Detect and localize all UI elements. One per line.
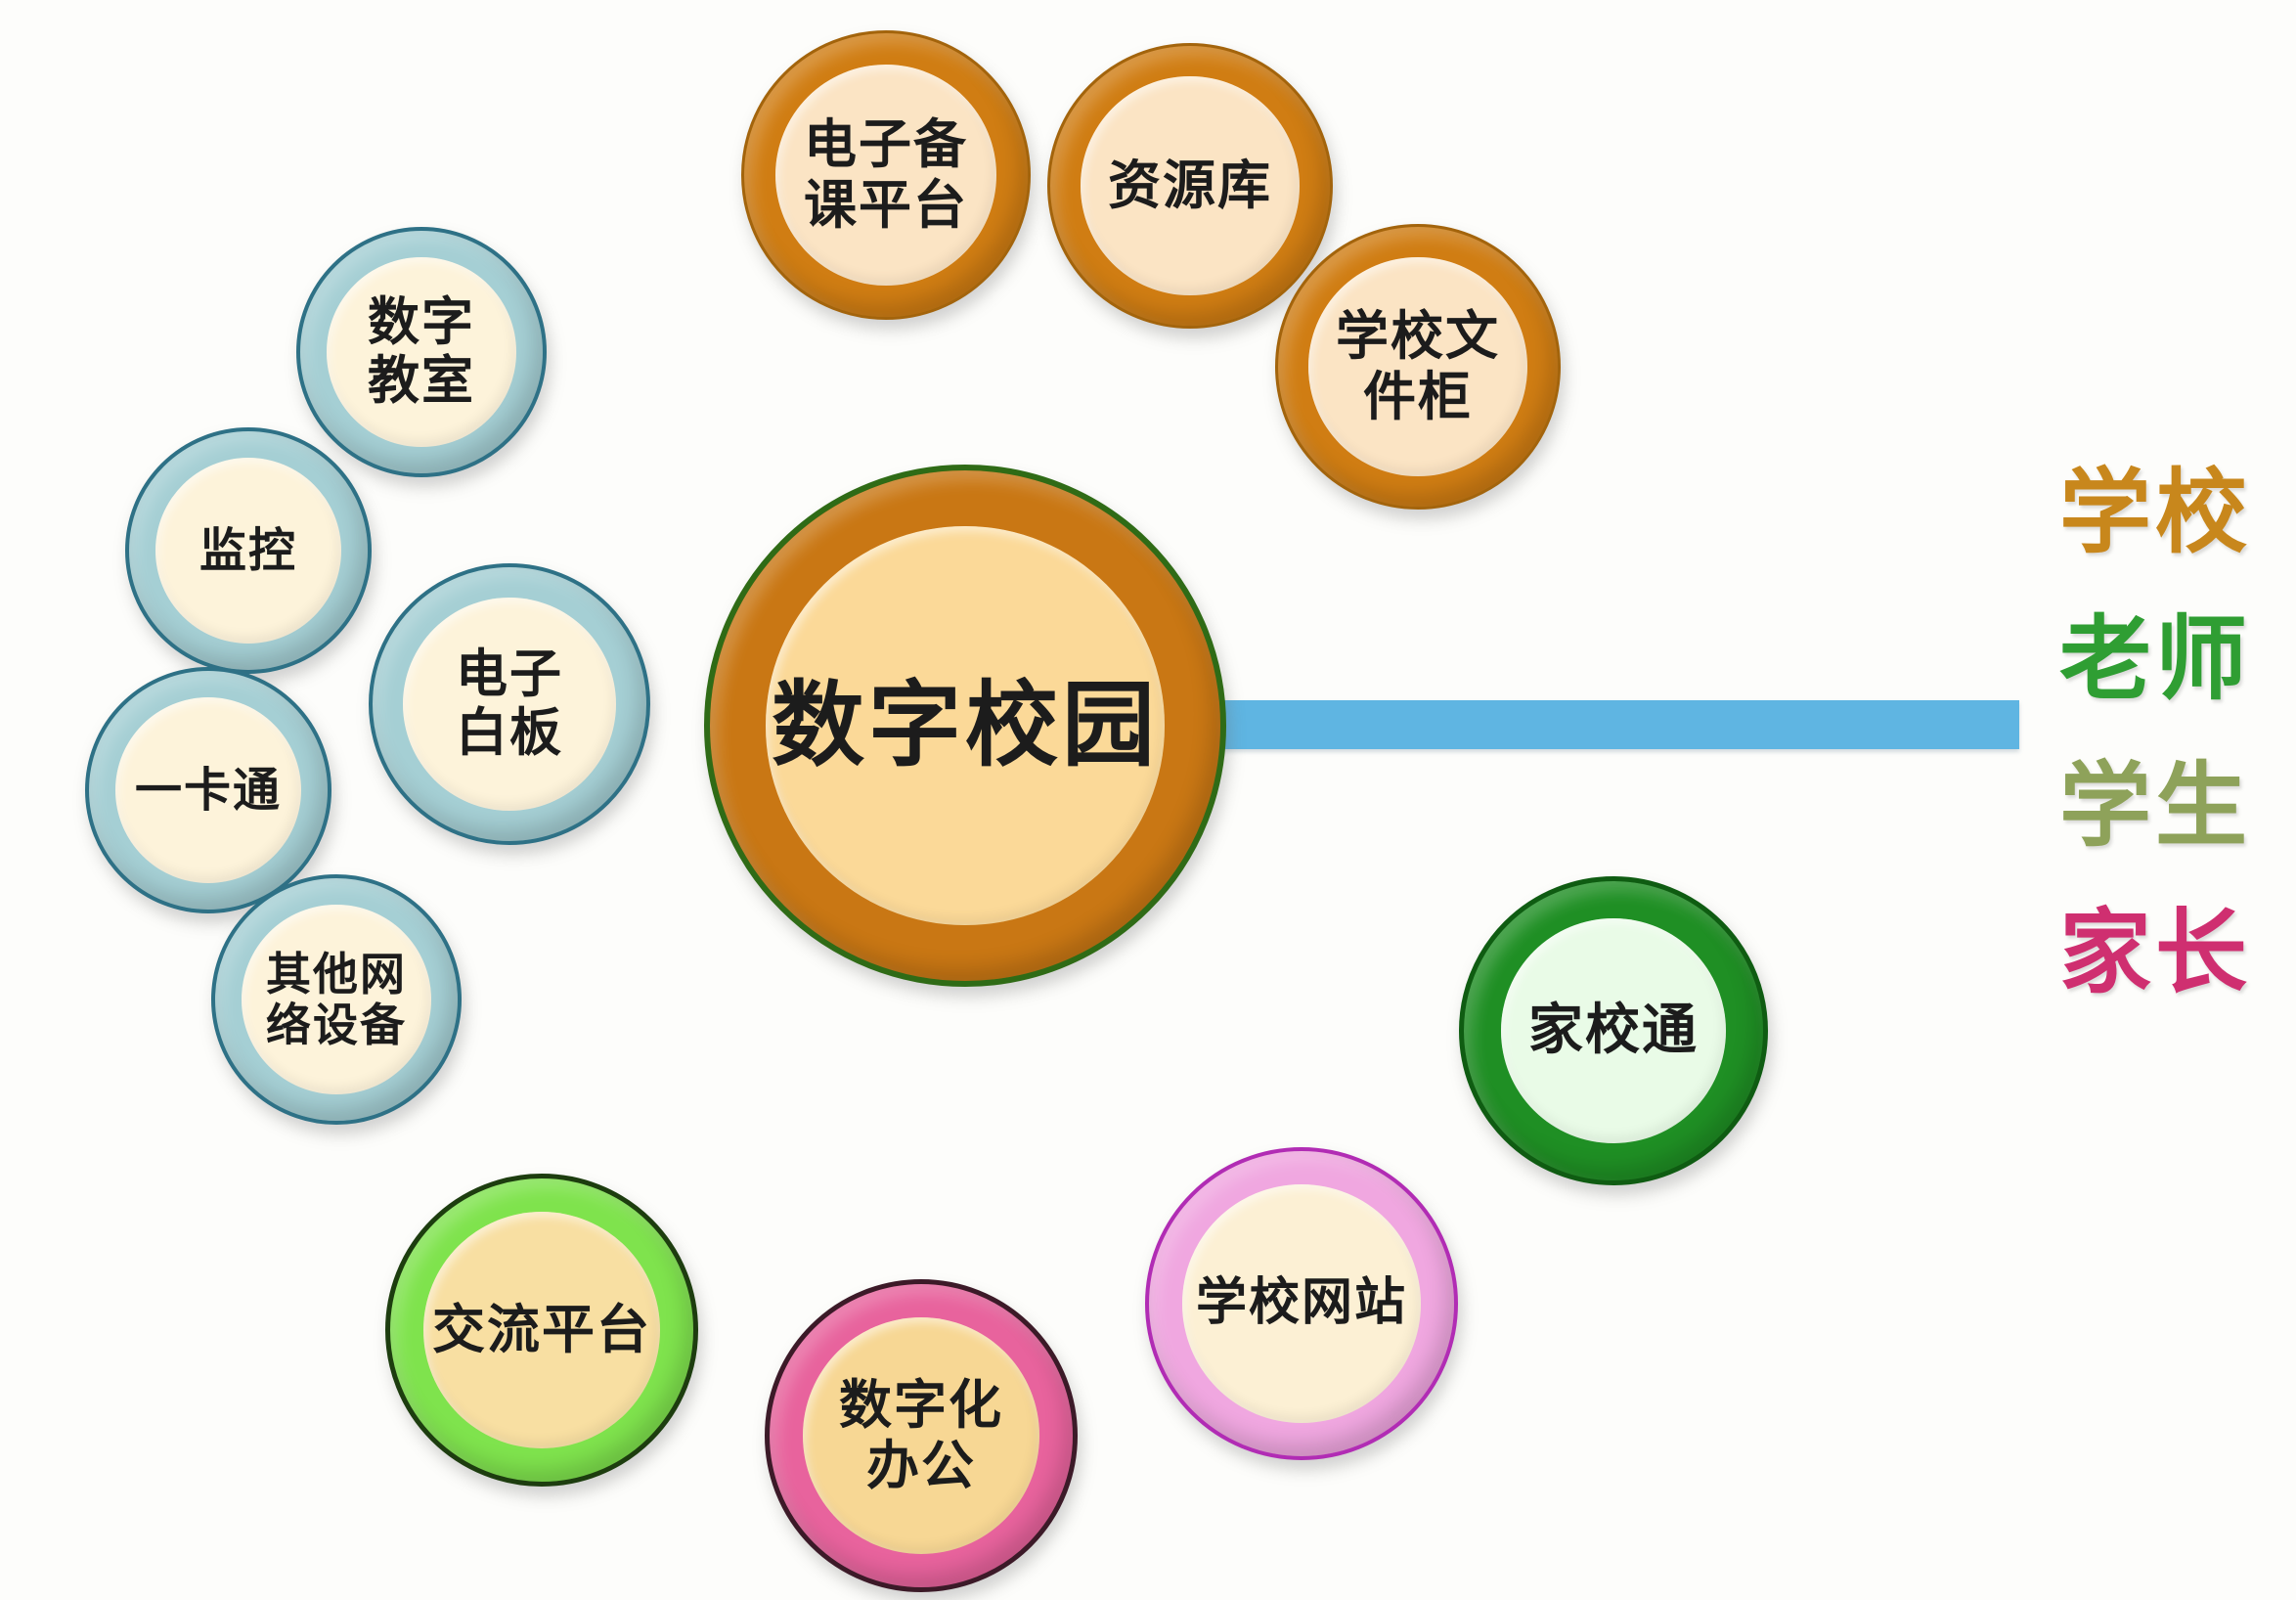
node-digital-classroom: 数字 教室 — [296, 227, 547, 477]
legend-student: 学生 — [2059, 753, 2252, 860]
node-inner: 监控 — [155, 457, 342, 644]
node-inner: 数字 教室 — [327, 257, 516, 447]
node-monitoring: 监控 — [125, 427, 372, 674]
node-resource-library: 资源库 — [1047, 43, 1333, 329]
legend-school: 学校 — [2059, 460, 2252, 566]
node-label: 电子备 课平台 — [804, 113, 968, 236]
node-label: 电子 白板 — [455, 644, 563, 763]
node-label: 监控 — [199, 522, 297, 578]
node-label: 数字 教室 — [368, 291, 475, 411]
node-inner: 交流平台 — [423, 1212, 660, 1448]
node-home-school-link: 家校通 — [1459, 876, 1768, 1185]
node-e-whiteboard: 电子 白板 — [369, 563, 650, 845]
node-inner: 学校网站 — [1182, 1184, 1421, 1423]
connector-line — [1208, 700, 2019, 749]
node-inner: 资源库 — [1081, 76, 1300, 295]
node-inner: 一卡通 — [114, 696, 302, 884]
node-label: 交流平台 — [431, 1299, 651, 1361]
node-label: 资源库 — [1107, 155, 1272, 217]
node-one-card-pass: 一卡通 — [85, 667, 331, 913]
node-lesson-prep-platform: 电子备 课平台 — [741, 30, 1031, 320]
node-label: 学校文 件柜 — [1335, 305, 1500, 427]
node-school-website: 学校网站 — [1145, 1147, 1458, 1460]
node-label: 学校网站 — [1195, 1273, 1407, 1333]
node-label: 其他网 络设备 — [266, 947, 407, 1051]
node-inner: 电子 白板 — [402, 597, 617, 812]
legend-teacher: 老师 — [2059, 606, 2252, 713]
node-digital-office: 数字化 办公 — [765, 1279, 1078, 1592]
node-communication-platform: 交流平台 — [385, 1174, 698, 1487]
legend: 学校 老师 学生 家长 — [2059, 467, 2251, 1054]
node-school-file-cabinet: 学校文 件柜 — [1275, 224, 1561, 510]
node-label: 家校通 — [1528, 999, 1699, 1063]
node-inner: 其他网 络设备 — [242, 905, 431, 1094]
diagram-title: 数字校园 — [771, 671, 1159, 779]
node-inner: 数字化 办公 — [803, 1317, 1039, 1554]
node-inner: 学校文 件柜 — [1308, 257, 1527, 476]
node-inner: 电子备 课平台 — [774, 64, 997, 287]
legend-parent: 家长 — [2059, 900, 2252, 1006]
node-other-network-devices: 其他网 络设备 — [211, 874, 462, 1125]
node-label: 一卡通 — [134, 762, 282, 818]
node-digital-campus-center: 数字校园 — [704, 465, 1226, 987]
node-inner: 家校通 — [1501, 918, 1726, 1143]
node-label: 数字化 办公 — [838, 1374, 1003, 1496]
node-inner: 数字校园 — [766, 526, 1165, 925]
